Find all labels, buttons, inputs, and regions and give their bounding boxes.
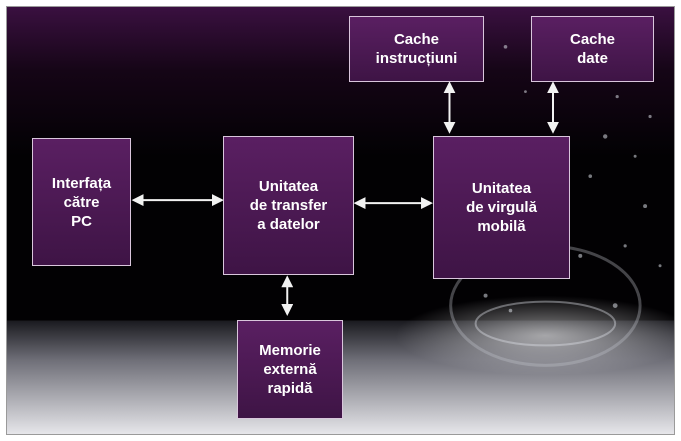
external-memory-box: Memorie externă rapidă bbox=[237, 320, 343, 419]
pc-interface-box: Interfața către PC bbox=[32, 138, 131, 266]
instruction-cache-box: Cache instrucțiuni bbox=[349, 16, 484, 82]
transfer-unit-box: Unitatea de transfer a datelor bbox=[223, 136, 354, 275]
diagram-frame: Interfața către PC Unitatea de transfer … bbox=[6, 6, 675, 435]
floating-point-unit-box: Unitatea de virgulă mobilă bbox=[433, 136, 570, 279]
data-cache-box: Cache date bbox=[531, 16, 654, 82]
